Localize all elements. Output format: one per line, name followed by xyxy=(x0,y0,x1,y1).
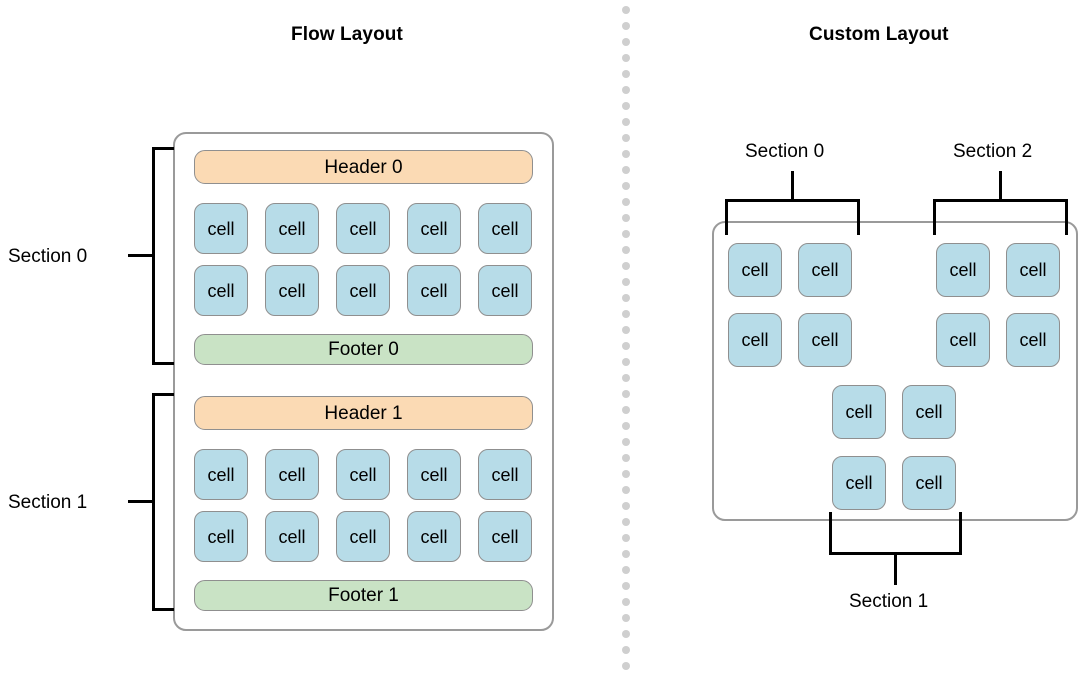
divider-dot xyxy=(622,326,630,334)
divider-dot xyxy=(622,630,630,638)
flow-cell: cell xyxy=(336,511,390,562)
custom-cell: cell xyxy=(936,313,990,367)
divider-dot xyxy=(622,310,630,318)
flow-section-0-bracket-stem xyxy=(128,254,154,257)
divider-dot xyxy=(622,102,630,110)
custom-cell: cell xyxy=(902,385,956,439)
custom-layout-title: Custom Layout xyxy=(809,24,949,45)
custom-section-0-bracket-stem xyxy=(791,171,794,200)
divider-dot xyxy=(622,182,630,190)
divider-dot xyxy=(622,582,630,590)
flow-cell: cell xyxy=(336,203,390,254)
divider-dot xyxy=(622,118,630,126)
custom-section-2-bracket-stem xyxy=(999,171,1002,200)
flow-cell: cell xyxy=(265,265,319,316)
flow-section-1-label: Section 1 xyxy=(8,492,88,513)
flow-section-0-bracket xyxy=(152,147,174,365)
flow-cell: cell xyxy=(478,511,532,562)
divider-dot xyxy=(622,390,630,398)
divider-dot xyxy=(622,502,630,510)
divider-dot xyxy=(622,550,630,558)
flow-header-0: Header 0 xyxy=(194,150,533,184)
divider-dot xyxy=(622,566,630,574)
custom-cell: cell xyxy=(832,456,886,510)
divider-dot xyxy=(622,230,630,238)
divider-dot xyxy=(622,38,630,46)
flow-cell: cell xyxy=(407,265,461,316)
divider-dot xyxy=(622,262,630,270)
flow-cell: cell xyxy=(407,449,461,500)
divider-dot xyxy=(622,454,630,462)
divider-dot xyxy=(622,598,630,606)
divider-dot xyxy=(622,406,630,414)
flow-footer-1: Footer 1 xyxy=(194,580,533,611)
flow-cell: cell xyxy=(478,203,532,254)
flow-section-0-label: Section 0 xyxy=(8,246,88,267)
divider-dot xyxy=(622,646,630,654)
divider-dot xyxy=(622,486,630,494)
flow-cell: cell xyxy=(265,449,319,500)
divider-dot xyxy=(622,198,630,206)
divider-dot xyxy=(622,70,630,78)
custom-section-2-label: Section 2 xyxy=(953,141,1033,162)
flow-layout-title: Flow Layout xyxy=(291,24,403,45)
custom-section-0-label: Section 0 xyxy=(745,141,825,162)
divider-dot xyxy=(622,86,630,94)
divider-dot xyxy=(622,278,630,286)
flow-cell: cell xyxy=(336,449,390,500)
custom-cell: cell xyxy=(728,243,782,297)
divider-dot xyxy=(622,54,630,62)
flow-cell: cell xyxy=(265,511,319,562)
divider-dot xyxy=(622,438,630,446)
divider-dot xyxy=(622,662,630,670)
custom-cell: cell xyxy=(798,313,852,367)
custom-cell: cell xyxy=(902,456,956,510)
divider-dot xyxy=(622,246,630,254)
flow-cell: cell xyxy=(336,265,390,316)
flow-cell: cell xyxy=(194,449,248,500)
custom-cell: cell xyxy=(832,385,886,439)
flow-cell: cell xyxy=(407,203,461,254)
divider-dot xyxy=(622,374,630,382)
custom-cell: cell xyxy=(1006,243,1060,297)
vertical-dotted-divider xyxy=(622,6,631,670)
custom-section-0-bracket xyxy=(725,199,860,235)
divider-dot xyxy=(622,342,630,350)
divider-dot xyxy=(622,134,630,142)
flow-cell: cell xyxy=(194,265,248,316)
divider-dot xyxy=(622,614,630,622)
divider-dot xyxy=(622,22,630,30)
flow-cell: cell xyxy=(478,265,532,316)
flow-section-1-bracket xyxy=(152,393,174,611)
custom-section-1-bracket-stem xyxy=(894,554,897,585)
custom-cell: cell xyxy=(1006,313,1060,367)
flow-footer-0: Footer 0 xyxy=(194,334,533,365)
divider-dot xyxy=(622,166,630,174)
flow-cell: cell xyxy=(194,511,248,562)
custom-cell: cell xyxy=(798,243,852,297)
flow-header-1: Header 1 xyxy=(194,396,533,430)
divider-dot xyxy=(622,470,630,478)
divider-dot xyxy=(622,422,630,430)
custom-section-2-bracket xyxy=(933,199,1068,235)
divider-dot xyxy=(622,214,630,222)
custom-cell: cell xyxy=(728,313,782,367)
custom-cell: cell xyxy=(936,243,990,297)
divider-dot xyxy=(622,294,630,302)
flow-section-1-bracket-stem xyxy=(128,500,154,503)
custom-section-1-bracket xyxy=(829,512,962,555)
flow-cell: cell xyxy=(265,203,319,254)
custom-section-1-label: Section 1 xyxy=(849,591,929,612)
flow-cell: cell xyxy=(478,449,532,500)
divider-dot xyxy=(622,534,630,542)
divider-dot xyxy=(622,518,630,526)
divider-dot xyxy=(622,150,630,158)
flow-cell: cell xyxy=(194,203,248,254)
divider-dot xyxy=(622,358,630,366)
flow-cell: cell xyxy=(407,511,461,562)
divider-dot xyxy=(622,6,630,14)
